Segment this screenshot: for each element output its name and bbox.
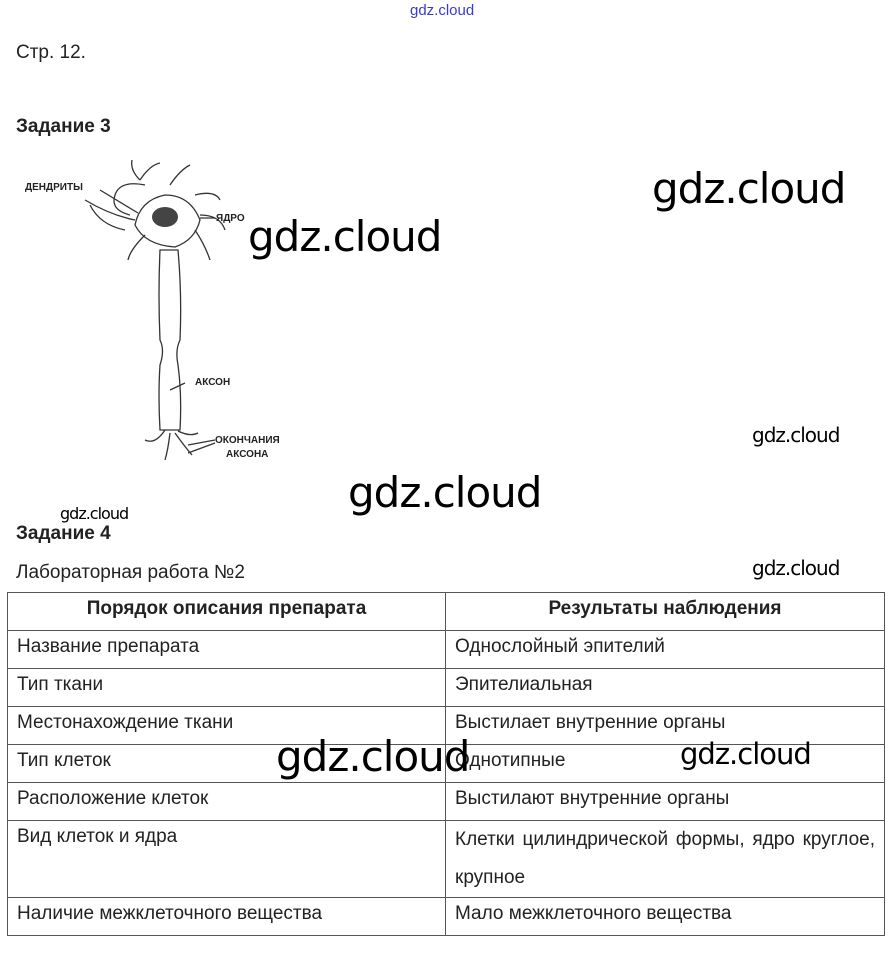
cell: Клетки цилиндрической формы, ядро кругло… (445, 820, 885, 898)
watermark: gdz.cloud (752, 556, 840, 580)
cell: Выстилает внутренние органы (445, 706, 885, 745)
label-dendrites: ДЕНДРИТЫ (25, 182, 83, 193)
label-endings-1: ОКОНЧАНИЯ (215, 435, 280, 446)
task4-subtitle: Лабораторная работа №2 (16, 562, 245, 583)
watermark-link[interactable]: gdz.cloud (410, 2, 475, 19)
cell: Вид клеток и ядра (7, 820, 446, 898)
cell: Наличие межклеточного вещества (7, 897, 446, 936)
cell: Расположение клеток (7, 782, 446, 821)
watermark: gdz.cloud (248, 212, 442, 261)
cell: Однотипные (445, 744, 885, 783)
lab-table: Порядок описания препарата Результаты на… (7, 592, 885, 936)
watermark: gdz.cloud (276, 732, 470, 781)
table-header-row: Порядок описания препарата Результаты на… (7, 592, 885, 631)
label-endings-2: АКСОНА (226, 449, 268, 460)
cell: Местонахождение ткани (7, 706, 446, 745)
watermark: gdz.cloud (348, 468, 542, 517)
column-header: Результаты наблюдения (445, 592, 885, 631)
cell: Название препарата (7, 630, 446, 669)
cell: Тип ткани (7, 668, 446, 707)
cell: Однослойный эпителий (445, 630, 885, 669)
cell: Мало межклеточного вещества (445, 897, 885, 936)
cell: Тип клеток (7, 744, 446, 783)
watermark: gdz.cloud (680, 737, 812, 771)
task3-title: Задание 3 (16, 116, 111, 137)
label-axon: АКСОН (195, 377, 230, 388)
label-nucleus: ЯДРО (216, 213, 245, 224)
column-header: Порядок описания препарата (7, 592, 446, 631)
page-label: Стр. 12. (16, 42, 86, 63)
cell: Выстилают внутренние органы (445, 782, 885, 821)
cell: Эпителиальная (445, 668, 885, 707)
watermark: gdz.cloud (752, 423, 840, 447)
neuron-diagram: ДЕНДРИТЫ ЯДРО АКСОН ОКОНЧАНИЯ АКСОНА (25, 159, 280, 461)
watermark: gdz.cloud (60, 504, 129, 523)
watermark: gdz.cloud (652, 164, 846, 213)
task4-title: Задание 4 (16, 523, 111, 544)
